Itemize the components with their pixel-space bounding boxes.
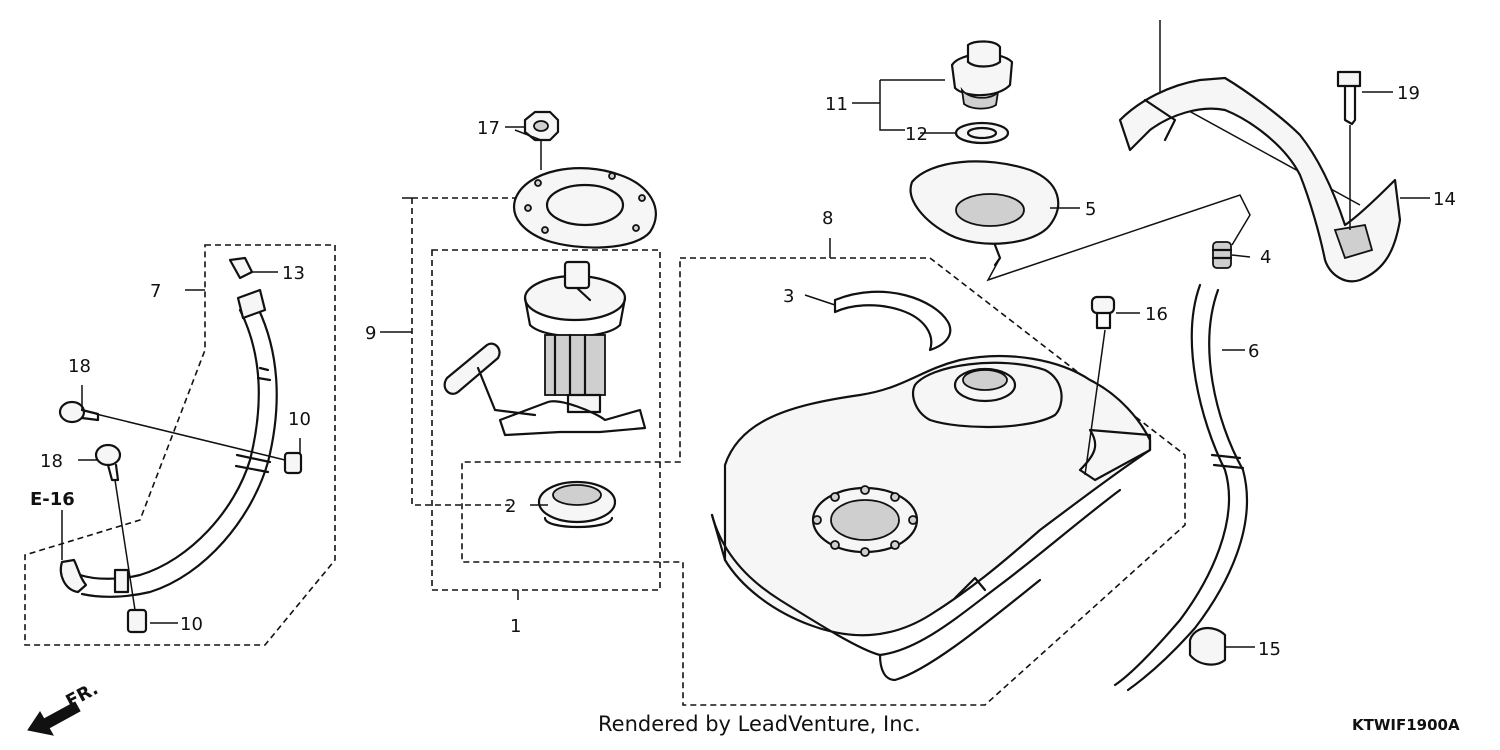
clip-10-lower [126, 608, 148, 634]
fuel-hose [59, 288, 278, 598]
fuel-cap [950, 40, 1014, 110]
fuel-pump-unit [498, 260, 647, 437]
callout-13: 13 [282, 263, 305, 284]
callout-3: 3 [783, 286, 794, 307]
clip-10-upper [283, 451, 303, 475]
diagram-code: KTWIF1900A [1352, 716, 1460, 734]
breather-tube-inner [1126, 288, 1248, 692]
callout-15: 15 [1258, 639, 1281, 660]
tank-gasket-ring [833, 290, 952, 352]
callout-10-upper: 10 [288, 409, 311, 430]
pump-seal-ring [537, 480, 617, 529]
grommet-4 [1211, 241, 1233, 269]
reference-e16: E-16 [30, 489, 75, 510]
bolt-18-upper [58, 400, 100, 424]
tank-bracket [1118, 76, 1402, 283]
pump-unit-group-box [411, 197, 520, 506]
bolt-18-lower [94, 443, 122, 482]
callout-7: 7 [150, 281, 161, 302]
hose-assembly-group-box [24, 244, 336, 646]
callout-2: 2 [505, 496, 516, 517]
callout-9: 9 [365, 323, 376, 344]
fuel-tank [710, 354, 1152, 682]
callout-8: 8 [822, 208, 833, 229]
pump-mounting-plate [512, 167, 657, 249]
clip-15 [1188, 627, 1227, 666]
clamp-13 [228, 256, 254, 280]
callout-18-upper: 18 [68, 356, 91, 377]
callout-11: 11 [825, 94, 848, 115]
callout-5: 5 [1085, 199, 1096, 220]
callout-4: 4 [1260, 247, 1271, 268]
callout-labels: 1 2 3 4 5 6 7 8 9 10 10 11 12 13 14 15 1… [30, 83, 1456, 660]
callout-12: 12 [905, 124, 928, 145]
callout-14: 14 [1433, 189, 1456, 210]
fuel-cap-seal [954, 121, 1010, 145]
leader-lines [61, 79, 1430, 648]
fuel-level-float [443, 342, 537, 417]
callout-16: 16 [1145, 304, 1168, 325]
callout-18-lower: 18 [40, 451, 63, 472]
callout-6: 6 [1248, 341, 1259, 362]
bolt-16 [1090, 295, 1116, 330]
bolt-19 [1336, 70, 1362, 126]
filler-neck-cover [909, 160, 1060, 267]
callout-17: 17 [477, 118, 500, 139]
credit-text: Rendered by LeadVenture, Inc. [598, 712, 921, 736]
breather-tube-outer [1113, 283, 1230, 687]
callout-10-lower: 10 [180, 614, 203, 635]
callout-19: 19 [1397, 83, 1420, 104]
front-direction-arrow: FR. [27, 678, 102, 736]
callout-1: 1 [510, 616, 521, 637]
pump-subassembly-group-box [431, 249, 661, 591]
